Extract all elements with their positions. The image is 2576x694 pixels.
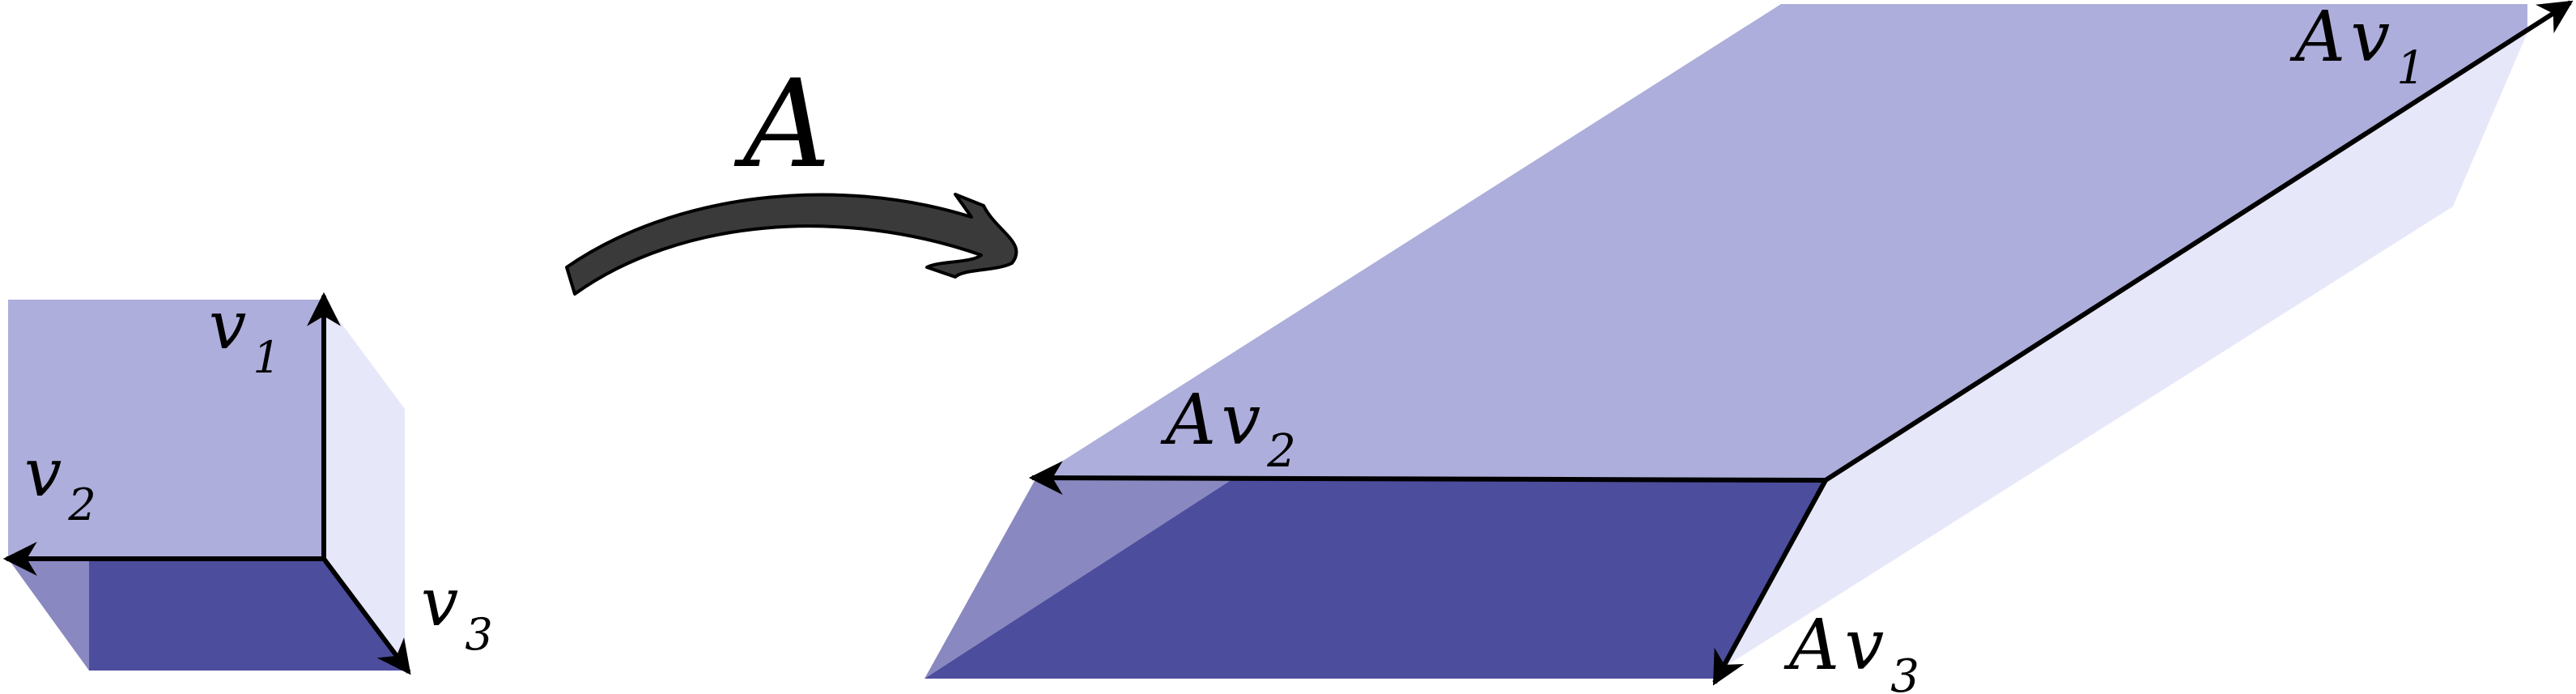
cube-shadow-face — [8, 559, 89, 671]
map-label-A: A — [733, 54, 831, 195]
solid-front-face — [925, 478, 1826, 679]
vector-Av2-arrow — [1028, 461, 1826, 496]
vector-Av1-arrow — [1824, 0, 2574, 483]
solid-side-face — [1716, 32, 2527, 672]
curved-arrow-icon — [565, 193, 1018, 296]
cube-side-face — [324, 300, 405, 671]
vector-v3-arrow — [321, 557, 411, 675]
cube-front-face — [89, 559, 405, 671]
map-arrow: A — [565, 54, 1018, 296]
solid-top-face — [1036, 4, 2527, 480]
vector-Av3-arrow — [1712, 479, 1828, 686]
cube-top-face — [8, 300, 324, 559]
